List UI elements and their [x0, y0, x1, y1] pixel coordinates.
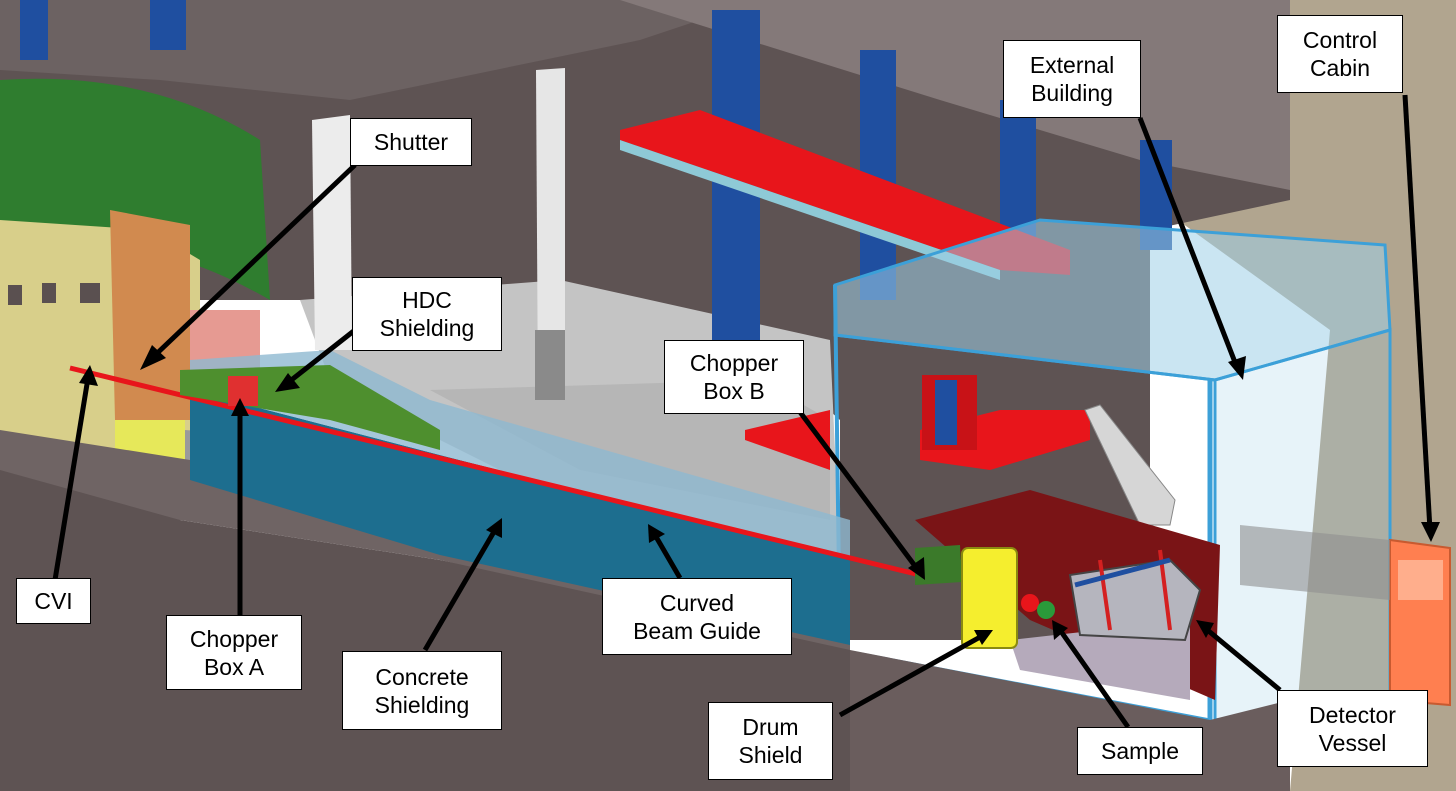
vessel-rib-3 — [1074, 557, 1171, 588]
curved-beam-guide — [69, 365, 921, 578]
label-hdc-shielding: HDC Shielding — [352, 277, 502, 351]
shutter-block — [110, 210, 190, 420]
drum-shield-arrow — [838, 633, 984, 718]
shutter-arrow — [148, 163, 357, 362]
red-gantry-upper-edge — [620, 140, 1000, 280]
sample-arrow — [1057, 628, 1131, 729]
cvi-arrowhead — [79, 365, 98, 386]
hdc-arrowhead — [275, 373, 300, 392]
label-chopper-box-a: Chopper Box A — [166, 615, 302, 690]
callout-arrows — [52, 94, 1433, 729]
stairs — [1084, 404, 1176, 526]
mezzanine-door-panel — [935, 380, 957, 445]
arrowheads — [79, 345, 1440, 645]
external-building-arrow — [1137, 117, 1241, 371]
cvi-arrow — [52, 377, 91, 581]
vessel-floor — [1010, 620, 1190, 700]
reactor-window-2 — [42, 283, 56, 303]
label-control-cabin: Control Cabin — [1277, 15, 1403, 93]
front-wall — [0, 440, 850, 791]
concrete-arrowhead — [486, 518, 502, 538]
label-curved-beam-guide: Curved Beam Guide — [602, 578, 792, 655]
label-drum-shield: Drum Shield — [708, 702, 833, 780]
sample-figure-2 — [1037, 601, 1055, 619]
curved-guide-arrow — [652, 533, 683, 580]
detector-arrow — [1203, 626, 1282, 692]
label-detector-vessel: Detector Vessel — [1277, 690, 1428, 767]
hdc-arrow — [283, 328, 357, 387]
label-sample: Sample — [1077, 727, 1203, 775]
external-building-arrowhead — [1228, 356, 1246, 380]
column-base — [535, 330, 565, 400]
floor-shadow — [430, 380, 830, 520]
label-external-building: External Building — [1003, 40, 1141, 118]
concrete-arrow — [422, 528, 498, 652]
grey-cabin — [1240, 525, 1390, 600]
detector-vessel — [1068, 558, 1202, 642]
label-shutter: Shutter — [350, 118, 472, 166]
chopper-a-arrowhead — [231, 398, 249, 416]
shutter-arrowhead — [140, 345, 166, 370]
chopper-box-a — [228, 376, 258, 406]
steel-column-5 — [20, 0, 48, 60]
detector-arrowhead — [1196, 620, 1214, 638]
vessel-rib-1 — [1098, 559, 1112, 631]
control-cabin-window — [1398, 560, 1443, 600]
white-column-2 — [536, 68, 565, 400]
drum-shield-arrowhead — [974, 630, 993, 645]
chopper-b-arrowhead — [908, 557, 925, 580]
drum-shield — [961, 547, 1018, 649]
steel-column-6 — [150, 0, 186, 50]
wall-top-ledge — [0, 0, 760, 100]
red-gantry-upper — [620, 110, 1070, 275]
label-concrete-shielding: Concrete Shielding — [342, 651, 502, 730]
reactor-window-1 — [8, 285, 22, 305]
chopper-box-b — [915, 545, 962, 585]
control-cabin-arrowhead — [1421, 522, 1440, 542]
reactor-window-3 — [80, 283, 100, 303]
label-chopper-box-b: Chopper Box B — [664, 340, 804, 414]
curved-guide-arrowhead — [648, 524, 665, 543]
chopper-b-arrow — [797, 410, 921, 572]
white-column-1 — [312, 115, 352, 350]
sample-figure-1 — [1021, 594, 1039, 612]
control-cabin-arrow — [1402, 94, 1433, 531]
sample-arrowhead — [1052, 620, 1068, 640]
label-cvi: CVI — [16, 578, 91, 624]
